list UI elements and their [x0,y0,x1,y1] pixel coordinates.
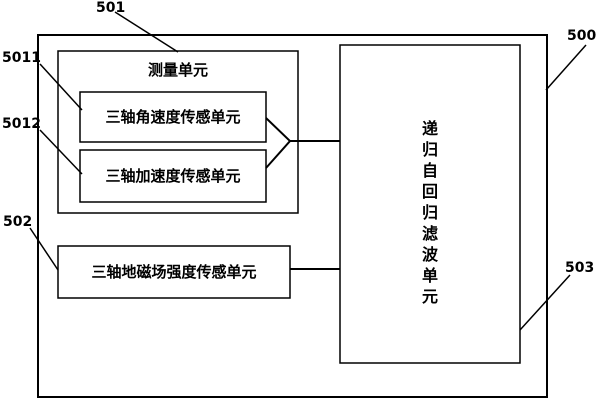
ref-5012: 5012 [2,116,41,132]
filter-label-char: 回 [422,182,438,201]
filter-label-char: 滤 [422,224,438,243]
ref-500: 500 [567,28,596,44]
leader-5012 [39,129,83,175]
acceleration-box [79,149,267,203]
leader-500 [545,44,587,91]
measurement-unit-label: 测量单元 [148,61,208,79]
ref-503: 503 [565,260,594,276]
leader-501 [114,11,179,53]
leader-503 [519,274,571,331]
magnetic-label: 三轴地磁场强度传感单元 [91,263,256,281]
merge-connector [265,117,292,169]
filter-label-char: 波 [422,245,439,264]
filter-label-char: 元 [422,287,438,306]
angular-rate-label: 三轴角速度传感单元 [105,108,240,126]
filter-box [339,44,521,364]
measurement-unit-box [57,50,299,214]
filter-label-char: 自 [422,161,438,180]
magnetic-box [57,245,291,299]
filter-label-char: 递 [422,119,438,138]
ref-502: 502 [3,214,32,230]
acceleration-label: 三轴加速度传感单元 [105,167,240,185]
filter-label-char: 归 [422,140,438,159]
leader-502 [29,227,59,271]
device-frame [37,34,548,398]
filter-label-char: 单 [422,266,438,285]
ref-501: 501 [96,0,125,16]
ref-5011: 5011 [2,50,41,66]
angular-rate-box [79,91,267,143]
filter-label-char: 归 [422,203,438,222]
leader-5011 [39,63,83,111]
